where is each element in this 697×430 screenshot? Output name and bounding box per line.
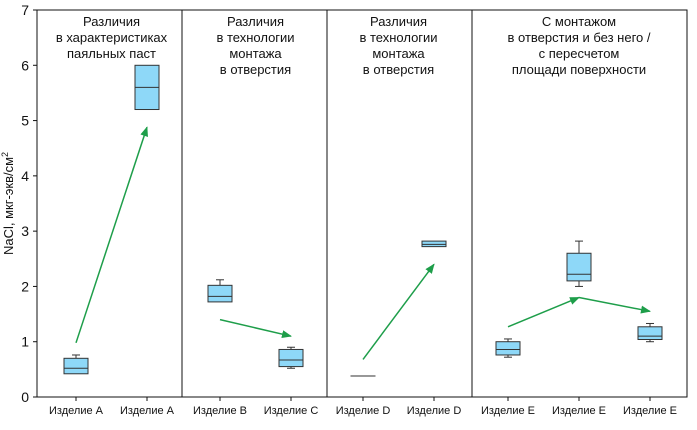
x-tick-label: Изделие E (481, 405, 535, 417)
group-title-line: площади поверхности (512, 62, 646, 77)
x-tick-label: Изделие C (264, 405, 319, 417)
trend-arrow (76, 127, 147, 343)
trend-arrow (508, 297, 579, 326)
trend-arrow (220, 320, 291, 337)
group-title-line: с пересчетом (539, 46, 620, 61)
box (422, 241, 446, 247)
box (567, 253, 591, 281)
group-title-line: С монтажом (542, 14, 616, 29)
group-title-line: паяльных паст (67, 46, 156, 61)
trend-arrow (579, 297, 650, 311)
y-tick-label: 2 (21, 278, 29, 294)
group-title-line: в технологии (359, 30, 437, 45)
y-tick-label: 7 (21, 2, 29, 18)
box (208, 285, 232, 302)
box (496, 342, 520, 355)
x-tick-label: Изделие A (120, 405, 175, 417)
y-tick-label: 1 (21, 334, 29, 350)
y-tick-label: 5 (21, 113, 29, 129)
y-tick-label: 6 (21, 57, 29, 73)
group-title-line: в отверстия и без него / (507, 30, 650, 45)
group-title-line: Различия (83, 14, 140, 29)
y-axis-label: NaCl, мкг-экв/см2 (0, 152, 16, 255)
y-tick-label: 3 (21, 223, 29, 239)
trend-arrow (363, 264, 434, 359)
group-title-line: монтажа (229, 46, 282, 61)
y-tick-label: 4 (21, 168, 29, 184)
group-title-line: в технологии (216, 30, 294, 45)
group-title-line: Различия (227, 14, 284, 29)
group-title-line: в отверстия (363, 62, 434, 77)
x-tick-label: Изделие D (336, 405, 391, 417)
group-title-line: в характеристиках (56, 30, 168, 45)
group-title-line: Различия (370, 14, 427, 29)
x-tick-label: Изделие E (552, 405, 606, 417)
y-tick-label: 0 (21, 389, 29, 405)
x-tick-label: Изделие D (407, 405, 462, 417)
box (638, 327, 662, 340)
box (279, 349, 303, 366)
group-title-line: монтажа (372, 46, 425, 61)
x-tick-label: Изделие B (193, 405, 247, 417)
x-tick-label: Изделие A (49, 405, 104, 417)
boxes-layer (64, 65, 662, 376)
group-title-line: в отверстия (220, 62, 291, 77)
x-tick-label: Изделие E (623, 405, 677, 417)
arrows-layer (76, 127, 650, 359)
box (64, 358, 88, 373)
